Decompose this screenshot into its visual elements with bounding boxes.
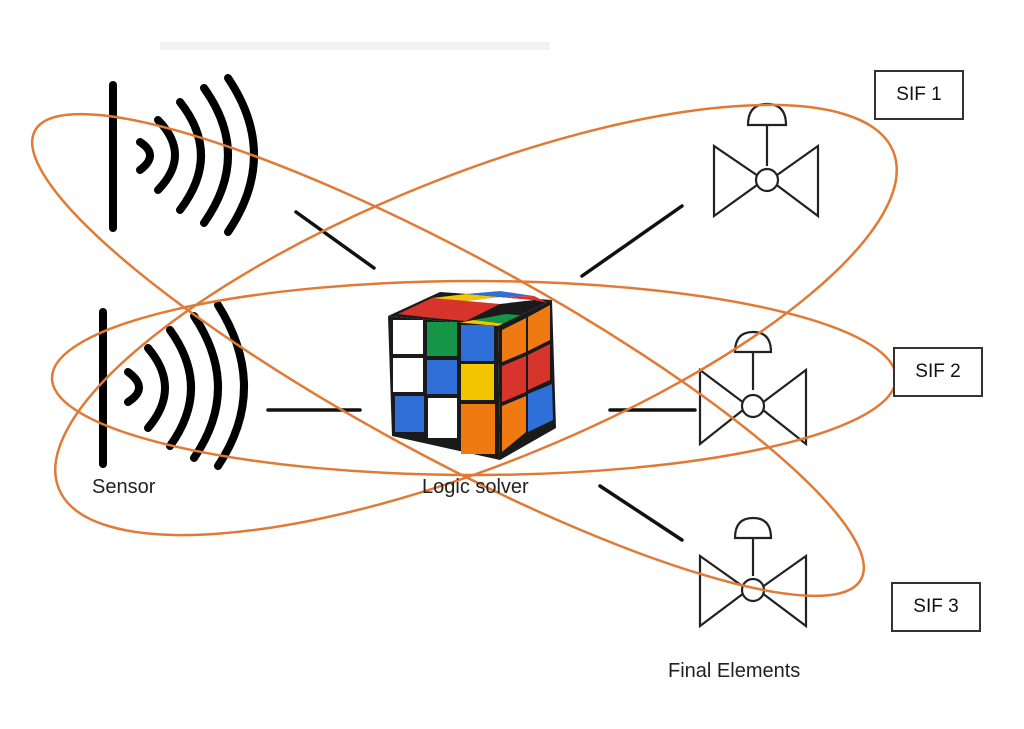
sensor-wave-icon (99, 301, 248, 470)
rubiks-cube-icon (388, 291, 556, 460)
sif-3-label: SIF 3 (891, 582, 981, 632)
sif-1-loop (54, 103, 898, 537)
top-shade (160, 42, 550, 50)
valve-icon (698, 516, 808, 629)
sensor-wave-icon (109, 74, 258, 236)
sif-3-loop (30, 112, 866, 598)
valve-icon (698, 330, 808, 447)
link-solver-valve1 (580, 204, 684, 278)
sif-2-label: SIF 2 (893, 347, 983, 397)
logic-solver-caption: Logic solver (422, 476, 529, 498)
final-elements-caption: Final Elements (668, 660, 801, 682)
valve-icon (712, 102, 820, 219)
sif-1-label: SIF 1 (874, 70, 964, 120)
link-sensor1-solver (294, 210, 376, 270)
sensor-caption: Sensor (92, 476, 156, 498)
link-solver-valve3 (598, 484, 684, 542)
